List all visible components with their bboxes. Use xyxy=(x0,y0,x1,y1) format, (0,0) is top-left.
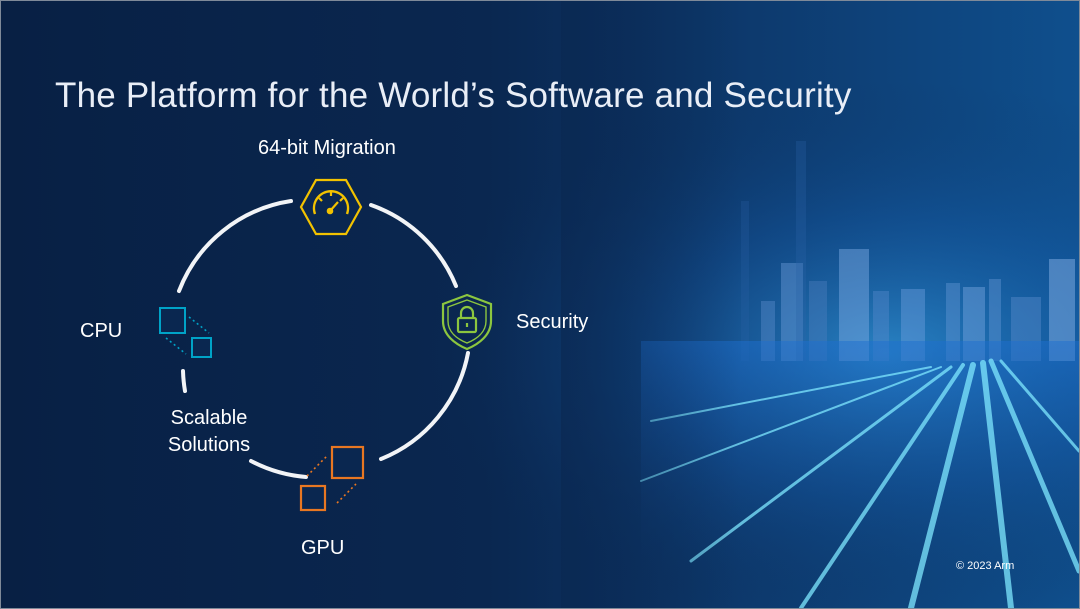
node-label-64bit-migration: 64-bit Migration xyxy=(258,137,396,159)
slide-title: The Platform for the World’s Software an… xyxy=(55,76,852,116)
ring-arc xyxy=(181,369,187,393)
ring-arc xyxy=(249,459,308,479)
node-label-scalable-solutions: Scalable Solutions xyxy=(167,407,251,456)
speedometer-hexagon-icon xyxy=(299,178,363,236)
ring-arc xyxy=(369,203,458,288)
copyright-text: © 2023 Arm xyxy=(956,560,1015,572)
node-label-gpu: GPU xyxy=(301,537,345,559)
gpu-squares-icon xyxy=(299,445,365,512)
node-label-cpu: CPU xyxy=(80,320,123,342)
lock-shield-icon xyxy=(441,293,493,351)
node-label-security: Security xyxy=(516,311,589,333)
ring-arc xyxy=(177,199,293,293)
ring-arc xyxy=(379,351,470,461)
cpu-squares-icon xyxy=(159,307,212,358)
